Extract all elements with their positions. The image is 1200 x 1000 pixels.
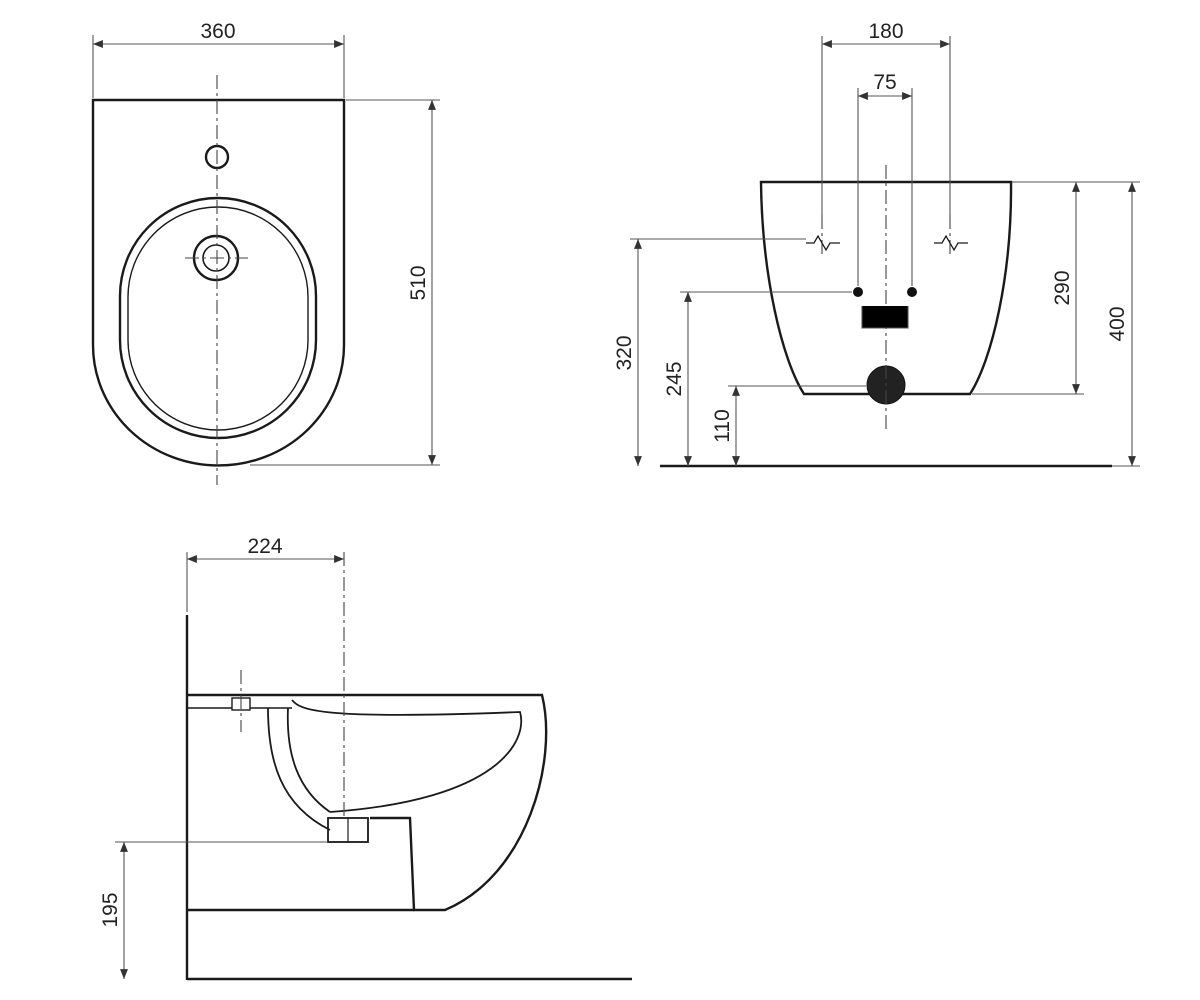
dim-245-label: 245 [663, 361, 686, 396]
dim-75-label: 75 [873, 71, 896, 94]
dim-510-label: 510 [407, 265, 430, 300]
dim-320-label: 320 [613, 335, 636, 370]
dim-400-label: 400 [1106, 306, 1129, 341]
fixing-bolt-right [907, 287, 917, 297]
top-view: 360 510 [91, 20, 440, 485]
front-view-outline [759, 180, 1013, 396]
supply-left-icon [806, 234, 840, 252]
side-bowl-inner [291, 699, 523, 813]
dim-224-label: 224 [247, 535, 282, 558]
dim-360-label: 360 [200, 20, 235, 43]
front-view: 180 75 290 400 320 245 110 [613, 20, 1140, 468]
dim-290-label: 290 [1051, 270, 1074, 305]
fixing-bracket [861, 306, 909, 329]
fixing-bolt-left [853, 287, 863, 297]
side-view: 224 195 [99, 535, 632, 981]
side-view-outline [187, 693, 548, 912]
supply-pipe [267, 707, 331, 831]
dim-110-label: 110 [711, 409, 734, 442]
supply-right-icon [934, 234, 968, 252]
top-view-outline [91, 98, 346, 467]
top-view-bowl-rim [118, 196, 318, 440]
dim-180-label: 180 [868, 20, 903, 43]
dim-195-label: 195 [99, 892, 122, 927]
top-view-bowl-inner [127, 206, 309, 431]
